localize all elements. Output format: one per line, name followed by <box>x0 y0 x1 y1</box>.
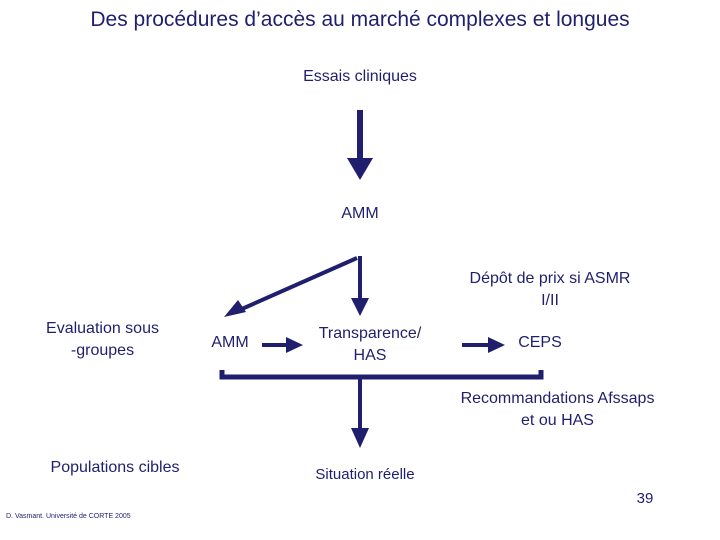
node-essais-cliniques: Essais cliniques <box>303 68 417 85</box>
node-evaluation-sous-groupes: Evaluation sous -groupes <box>46 320 159 359</box>
arrow-essais-to-amm <box>347 110 373 180</box>
node-recommandations: Recommandations Afssaps et ou HAS <box>460 390 655 429</box>
node-transparence-has: Transparence/ HAS <box>318 325 422 364</box>
arrow-amm-to-transparence <box>351 256 369 316</box>
page-number: 39 <box>636 490 654 507</box>
node-situation-reelle: Situation réelle <box>315 466 415 483</box>
arrow-amm-to-evaluation <box>224 256 358 317</box>
node-amm-mid: AMM <box>211 334 249 351</box>
page-title: Des procédures d’accès au marché complex… <box>90 8 630 31</box>
node-amm-top: AMM <box>341 205 379 222</box>
credit-line: D. Vasmant. Université de CORTE 2005 <box>6 513 131 520</box>
node-populations-cibles: Populations cibles <box>50 459 180 476</box>
node-depot-prix: Dépôt de prix si ASMR I/II <box>469 270 631 309</box>
node-ceps: CEPS <box>518 334 562 351</box>
